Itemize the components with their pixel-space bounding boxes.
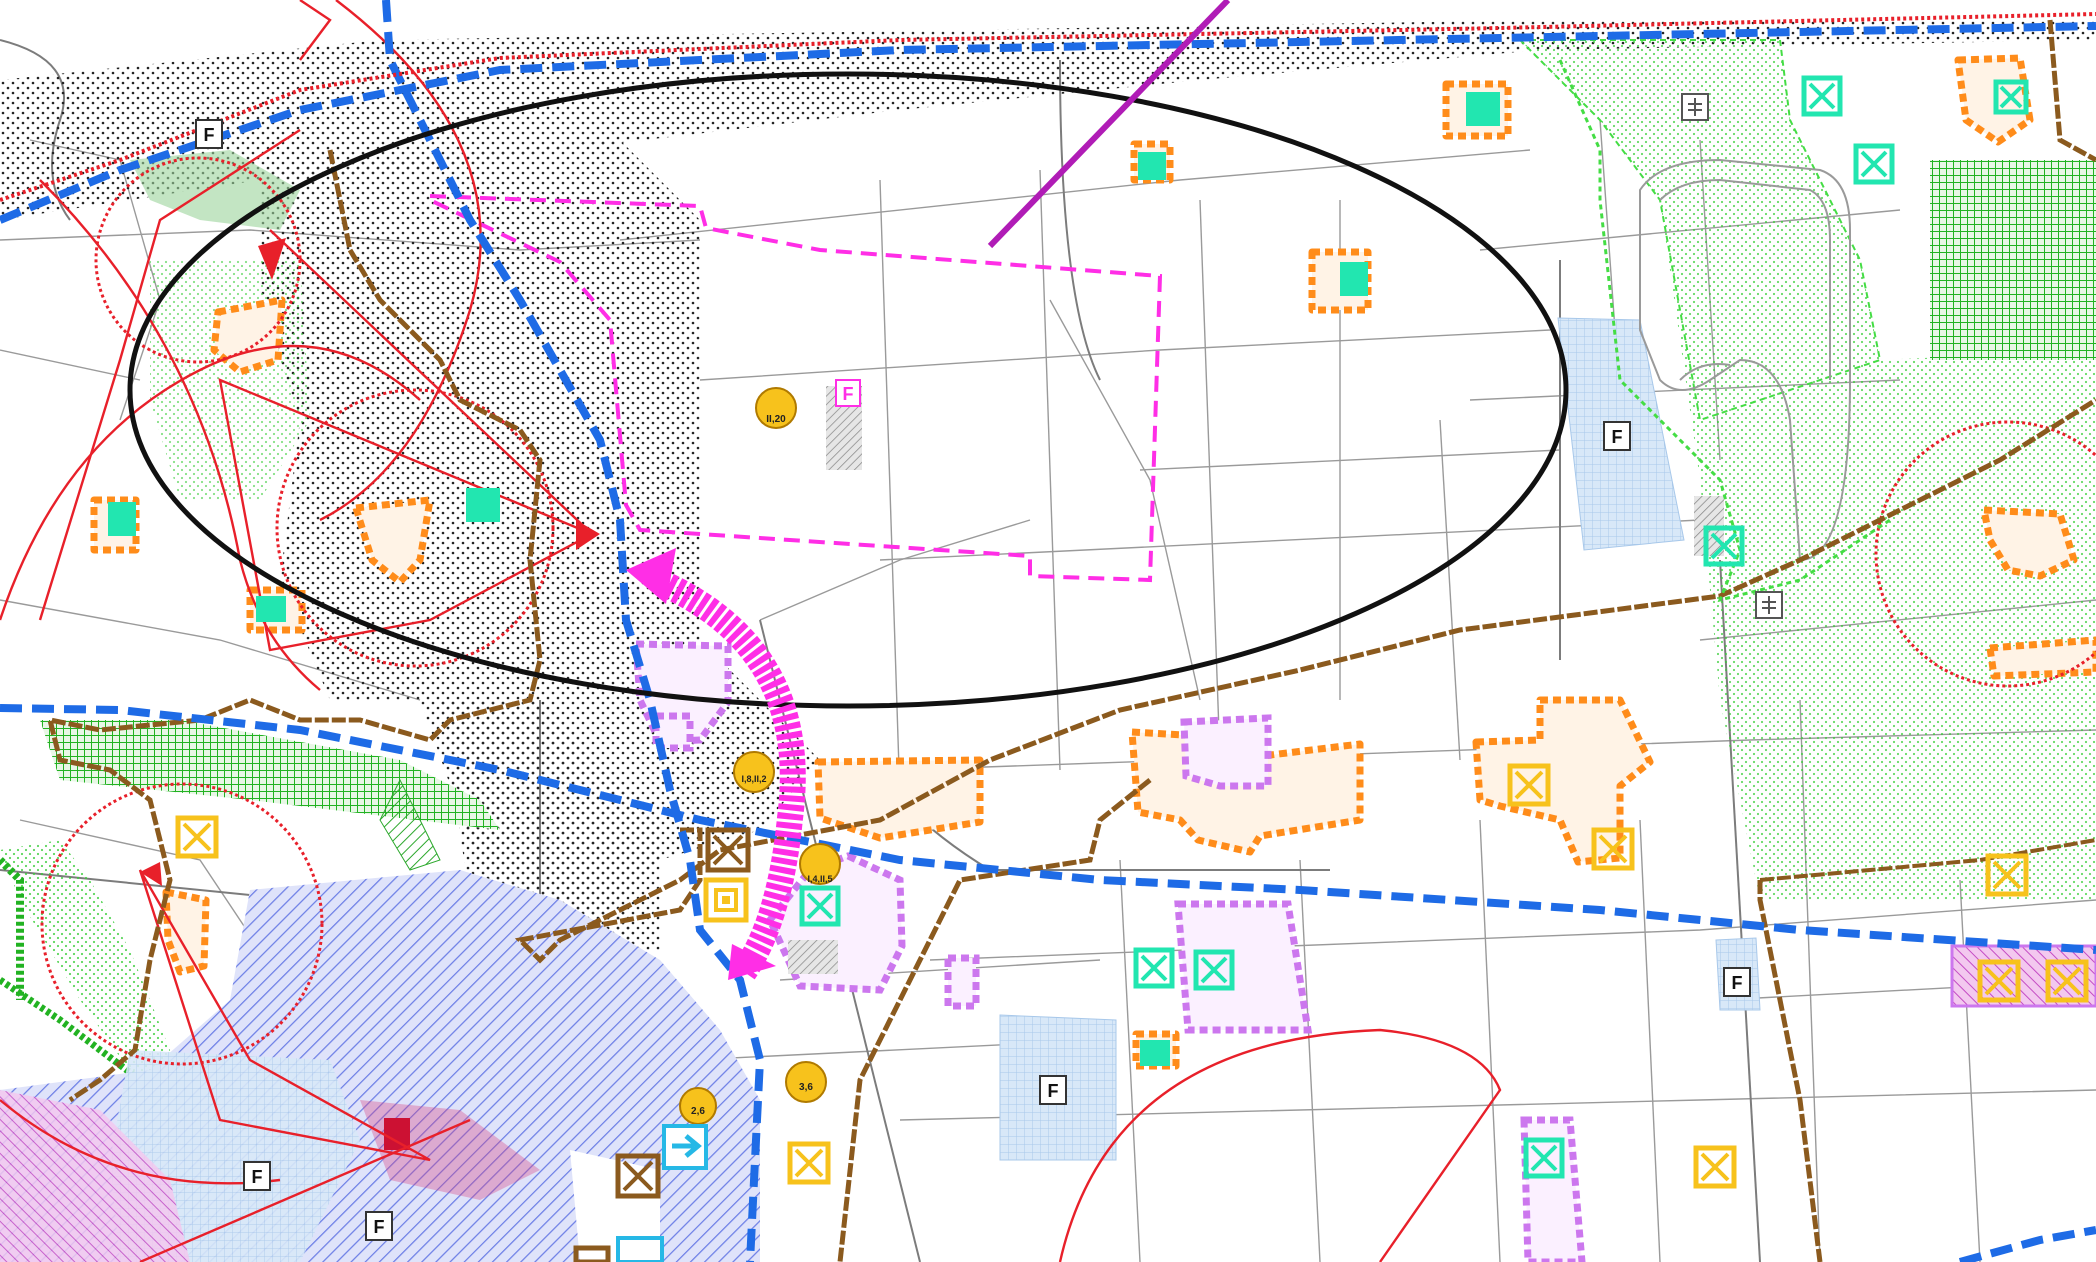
boundary-north [2047,19,2096,163]
boundary-southeast [1757,880,1823,1262]
svg-text:2,6: 2,6 [691,1106,705,1117]
crossed-square-yellow-icon [2045,959,2089,1003]
orange-settlements [90,54,2096,1070]
red-border-line [0,12,2096,202]
crossed-square-yellow-icon [1977,959,2021,1003]
railway-symbol-icon [1681,93,1709,121]
red-block [384,1118,410,1150]
green-zones [0,39,2096,1163]
f-box-icon: F [195,119,223,149]
arrow-cyan-icon [616,1236,664,1262]
crossed-square-yellow-icon [1693,1145,1737,1189]
svg-text:F: F [204,125,215,145]
svg-text:I,8,II,2: I,8,II,2 [741,774,766,784]
crossed-square-yellow-icon [1591,827,1635,871]
teal-square-icon [108,92,1500,1066]
forest-block [1930,160,2096,360]
f-box-icon: F [835,379,861,407]
dome-icon: I,8,II,2 [733,751,775,793]
pointer-line [987,0,1231,249]
crossed-square-yellow-icon [787,1141,831,1185]
svg-text:II,20: II,20 [766,414,786,425]
crossed-square-teal-icon [1133,947,1175,989]
administrative-boundary [46,149,543,1103]
svg-text:I,4,II,5: I,4,II,5 [807,874,832,884]
svg-text:3,6: 3,6 [799,1082,813,1093]
crossed-square-teal-icon [1193,949,1235,991]
project-site-boundary [428,193,1163,583]
dome-icon: I,4,II,5 [799,843,841,885]
crossed-square-teal-icon [799,885,841,927]
dome-icon: II,20 [755,387,797,429]
svg-text:F: F [374,1217,385,1237]
focus-ellipse [127,71,1569,709]
boundary-south [837,778,1152,1262]
f-box-icon: F [1723,967,1751,997]
pale-blue-basins [999,317,1761,1161]
svg-text:F: F [1732,973,1743,993]
svg-text:F: F [1612,427,1623,447]
railway-symbol-icon [1755,591,1783,619]
crossed-square-teal-icon [1703,525,1745,567]
crossed-square-brown-icon [573,1245,611,1262]
dome-icon: 2,6 [679,1087,717,1125]
f-box-icon: F [1039,1075,1067,1105]
crossed-square-yellow-icon [175,815,219,859]
svg-text:F: F [252,1167,263,1187]
f-box-icon: F [1603,421,1631,451]
crossed-square-brown-icon [615,1153,661,1199]
crossed-square-teal-icon [1853,143,1895,185]
crossed-square-teal-icon [1523,1137,1565,1179]
symbols-layer: F F F F F F F II,20 I,8,II,2 I,4,II,5 3,… [108,75,2089,1262]
crossed-square-teal-icon [1993,79,2029,115]
dome-icon: 3,6 [785,1061,827,1103]
arrow-cyan-icon [662,1124,708,1170]
svg-text:F: F [1048,1081,1059,1101]
crossed-square-yellow-icon [1507,763,1551,807]
crossed-square-yellow-icon [1985,853,2029,897]
landfill-ring [1639,158,1851,562]
boundary-east-spur [1759,838,2096,882]
green-dashed-line [1558,59,1891,603]
f-box-icon: F [365,1211,393,1241]
f-box-icon: F [243,1161,271,1191]
crossed-square-teal-icon [1801,75,1843,117]
concentric-square-icon [703,877,749,923]
crossed-square-brown-icon [705,827,751,873]
curved-arrow-icon [626,548,806,980]
svg-text:F: F [843,384,854,404]
red-markers [140,238,600,886]
